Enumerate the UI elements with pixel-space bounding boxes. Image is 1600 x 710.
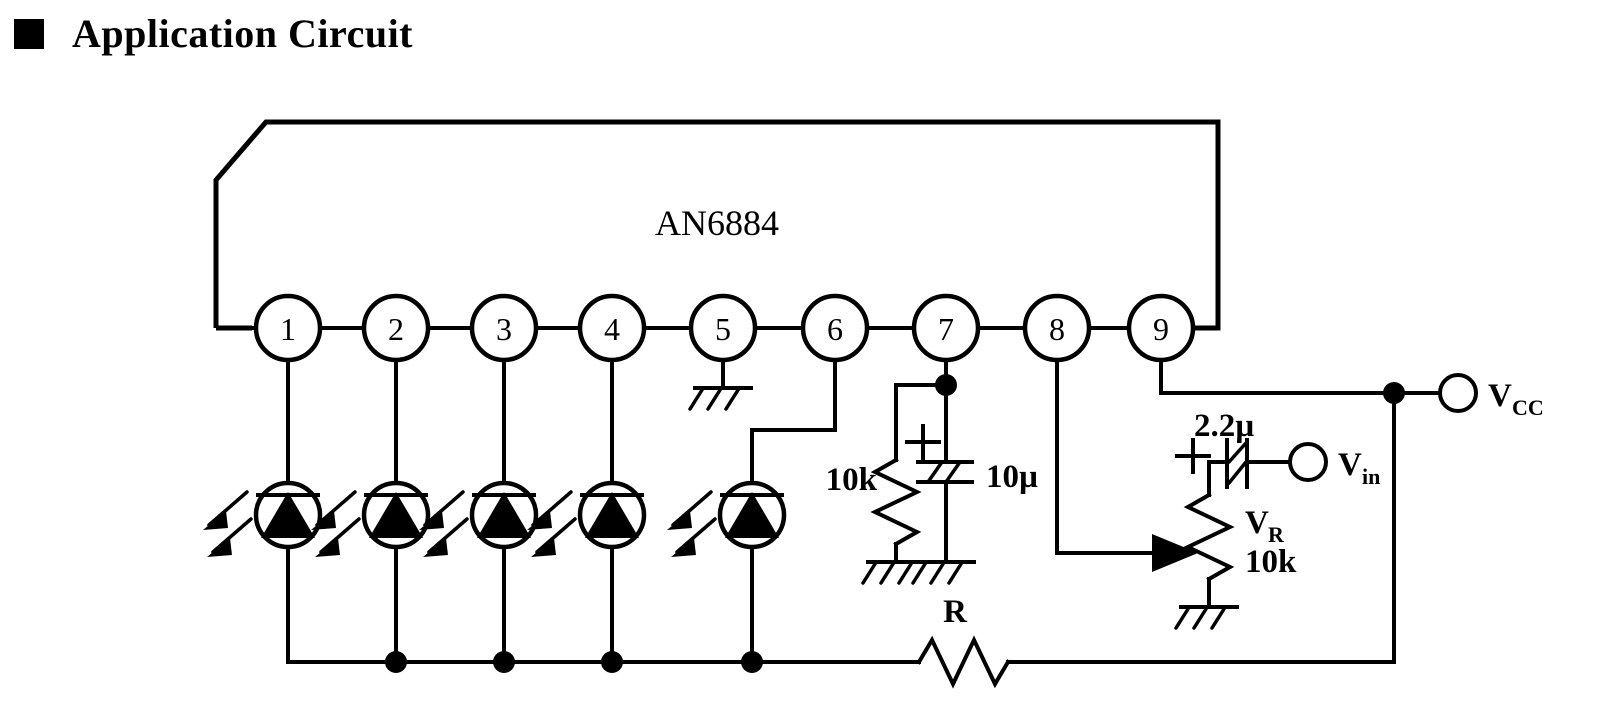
pin-1-label: 1 — [280, 311, 296, 347]
pin-4-label: 4 — [604, 311, 620, 347]
ground-pin-5 — [688, 358, 753, 411]
pin-5[interactable]: 5 — [688, 293, 758, 363]
led-3-anode-triangle — [477, 492, 531, 538]
led-5-emission-arrows — [667, 490, 717, 557]
c22-plates — [1225, 438, 1249, 489]
vcc-network: V CC — [1159, 358, 1544, 664]
series-resistor-label: R — [943, 594, 968, 630]
pin-9[interactable]: 9 — [1126, 293, 1196, 363]
c22-label: 2.2µ — [1194, 408, 1254, 444]
led-3-branch — [419, 358, 539, 664]
vin-label-sub: in — [1362, 464, 1380, 489]
vr-label-sub: R — [1268, 522, 1285, 547]
pin-3-label: 3 — [496, 311, 512, 347]
led-4-anode-triangle — [585, 492, 639, 538]
led-5-anode-triangle — [725, 492, 779, 538]
vin-label-main: V — [1338, 447, 1362, 483]
junction-dot-led5 — [741, 651, 763, 673]
junction-dot-led4 — [601, 651, 623, 673]
pin-7[interactable]: 7 — [911, 293, 981, 363]
r10k-zigzag — [870, 457, 922, 547]
pin-2-label: 2 — [388, 311, 404, 347]
pin-2[interactable]: 2 — [361, 293, 431, 363]
pin-8-label: 8 — [1049, 311, 1065, 347]
ground-10k — [861, 560, 926, 585]
pin-6[interactable]: 6 — [800, 293, 870, 363]
pin-8-routing — [1055, 358, 1157, 555]
ic-part-number: AN6884 — [655, 203, 779, 243]
vr-wiper-arrow — [1152, 534, 1198, 572]
pin-1[interactable]: 1 — [253, 293, 323, 363]
c22-plus-sign — [1175, 438, 1211, 474]
led-1-branch — [203, 358, 323, 664]
junction-dot-led3 — [493, 651, 515, 673]
led-5-branch — [667, 358, 837, 664]
led-2-emission-arrows — [311, 490, 361, 557]
pin-6-label: 6 — [827, 311, 843, 347]
vr-label-value: 10k — [1245, 544, 1297, 580]
c10u-plus-sign — [905, 424, 941, 460]
pin-3[interactable]: 3 — [469, 293, 539, 363]
vcc-label-main: V — [1488, 378, 1512, 414]
potentiometer-vr: V R 10k — [1174, 460, 1297, 630]
vr-zigzag — [1183, 492, 1235, 582]
page-title-text: Application Circuit — [72, 11, 414, 56]
ground-vr — [1174, 605, 1239, 630]
led-4-emission-arrows — [527, 490, 577, 557]
pin-8[interactable]: 8 — [1022, 293, 1092, 363]
pin-7-network: 10k 10µ — [826, 358, 1038, 585]
c10u-label: 10µ — [986, 459, 1038, 495]
led-2-anode-triangle — [369, 492, 423, 538]
pin-9-label: 9 — [1153, 311, 1169, 347]
bottom-rail-network: R — [286, 594, 1396, 689]
vcc-terminal-circle[interactable] — [1438, 373, 1478, 413]
filled-square-bullet-icon — [14, 18, 44, 49]
led-4-branch — [527, 358, 647, 664]
vcc-label-sub: CC — [1512, 395, 1544, 420]
pin-5-label: 5 — [715, 311, 731, 347]
r10k-label: 10k — [826, 462, 878, 498]
pin-8-network — [1055, 358, 1198, 572]
pin-9-to-vcc-wire — [1159, 358, 1396, 395]
pin-7-label: 7 — [938, 311, 954, 347]
input-coupling-network: 2.2µ V in — [1175, 408, 1380, 489]
vin-terminal-circle[interactable] — [1288, 442, 1328, 482]
series-resistor-zigzag — [916, 635, 1011, 689]
page-title: Application Circuit — [14, 10, 413, 57]
pin-4[interactable]: 4 — [577, 293, 647, 363]
junction-dot-led2 — [385, 651, 407, 673]
led-1-anode-triangle — [261, 492, 315, 538]
ground-10u — [911, 560, 976, 585]
c10u-plates — [916, 460, 974, 484]
led-2-branch — [311, 358, 431, 664]
led-3-emission-arrows — [419, 490, 469, 557]
vr-label-name: V — [1245, 505, 1269, 541]
led-1-emission-arrows — [203, 490, 253, 557]
